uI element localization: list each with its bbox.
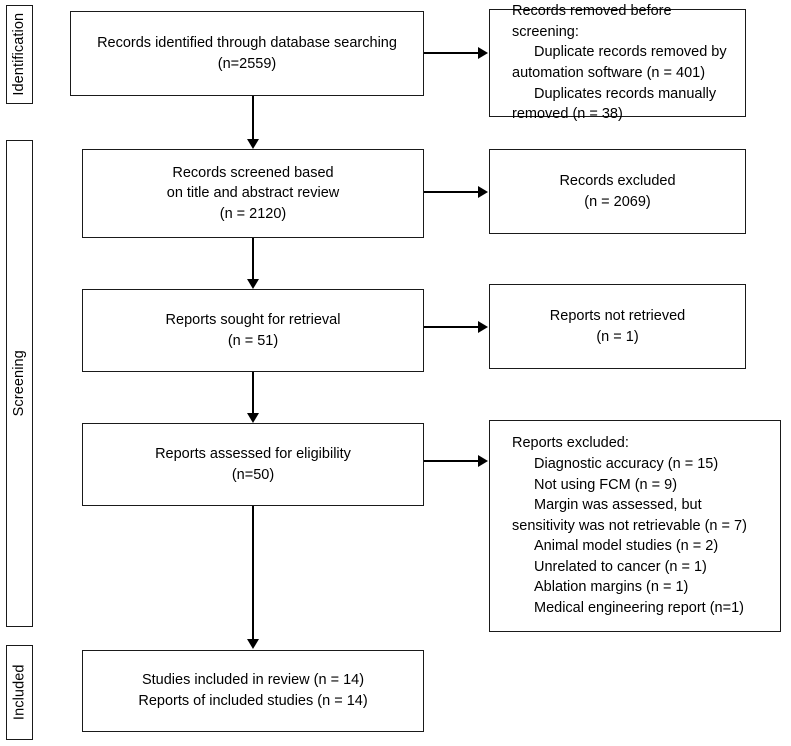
box-reports-sought-line-1: Reports sought for retrieval bbox=[165, 311, 341, 328]
connector-sought-to-assessed bbox=[252, 372, 255, 414]
connector-screened-to-excluded bbox=[424, 191, 479, 194]
connector-assessed-to-excluded bbox=[424, 460, 479, 463]
stage-label-identification: Identification bbox=[6, 5, 33, 104]
box-records-screened-line-3: (n = 2120) bbox=[219, 205, 287, 222]
arrowhead-identified-to-removed bbox=[478, 46, 488, 59]
box-records-excluded: Records excluded (n = 2069) bbox=[489, 149, 746, 234]
box-records-identified-line-1: Records identified through database sear… bbox=[97, 34, 397, 51]
connector-sought-to-not-retrieved bbox=[424, 326, 479, 329]
box-reports-excluded-reason-1: Diagnostic accuracy (n = 15) bbox=[534, 455, 719, 472]
box-reports-assessed-line-1: Reports assessed for eligibility bbox=[155, 445, 351, 462]
box-reports-sought: Reports sought for retrieval (n = 51) bbox=[82, 289, 424, 372]
box-reports-assessed-line-2: (n=50) bbox=[231, 466, 275, 483]
connector-screened-to-sought bbox=[252, 238, 255, 280]
box-reports-excluded: Reports excluded: Diagnostic accuracy (n… bbox=[489, 420, 781, 632]
arrowhead-identified-to-screened bbox=[246, 139, 259, 149]
box-reports-assessed: Reports assessed for eligibility (n=50) bbox=[82, 423, 424, 506]
box-records-screened: Records screened based on title and abst… bbox=[82, 149, 424, 238]
box-studies-included: Studies included in review (n = 14) Repo… bbox=[82, 650, 424, 732]
box-records-removed: Records removed before screening: Duplic… bbox=[489, 3, 746, 122]
box-studies-included-line-1: Studies included in review (n = 14) bbox=[141, 672, 365, 689]
box-records-screened-line-2: on title and abstract review bbox=[166, 185, 340, 202]
box-records-screened-line-1: Records screened based bbox=[172, 164, 334, 181]
stage-label-identification-text: Identification bbox=[11, 13, 28, 96]
box-reports-excluded-reason-5: Unrelated to cancer (n = 1) bbox=[534, 558, 707, 575]
box-reports-not-retrieved-line-2: (n = 1) bbox=[596, 328, 639, 345]
box-records-removed-line-4: removed (n = 38) bbox=[512, 106, 623, 123]
stage-label-screening-text: Screening bbox=[11, 350, 28, 417]
box-records-excluded-line-2: (n = 2069) bbox=[584, 193, 651, 210]
box-records-identified: Records identified through database sear… bbox=[70, 11, 424, 96]
box-reports-excluded-reason-2: Not using FCM (n = 9) bbox=[534, 476, 678, 493]
box-reports-not-retrieved: Reports not retrieved (n = 1) bbox=[489, 284, 746, 369]
box-records-removed-line-2: automation software (n = 401) bbox=[512, 65, 706, 81]
connector-identified-to-screened bbox=[252, 96, 255, 140]
box-reports-excluded-reason-3-cont: sensitivity was not retrievable (n = 7) bbox=[512, 517, 747, 534]
arrowhead-screened-to-sought bbox=[246, 279, 259, 289]
connector-identified-to-removed bbox=[424, 52, 479, 55]
connector-assessed-to-included bbox=[252, 506, 255, 640]
box-records-removed-line-3: Duplicates records manually bbox=[534, 85, 717, 102]
box-records-excluded-line-1: Records excluded bbox=[559, 172, 676, 189]
stage-label-included-text: Included bbox=[11, 664, 28, 721]
stage-label-screening: Screening bbox=[6, 140, 33, 627]
box-reports-excluded-heading: Reports excluded: bbox=[512, 435, 629, 452]
arrowhead-assessed-to-included bbox=[246, 639, 259, 649]
arrowhead-assessed-to-excluded bbox=[478, 454, 488, 467]
arrowhead-sought-to-not-retrieved bbox=[478, 320, 488, 333]
box-reports-not-retrieved-line-1: Reports not retrieved bbox=[549, 307, 686, 324]
arrowhead-sought-to-assessed bbox=[246, 413, 259, 423]
box-records-removed-line-1: Duplicate records removed by bbox=[534, 44, 727, 61]
box-reports-excluded-reason-6: Ablation margins (n = 1) bbox=[534, 579, 689, 596]
box-records-removed-heading: Records removed before screening: bbox=[512, 3, 676, 40]
box-reports-sought-line-2: (n = 51) bbox=[227, 332, 279, 349]
box-records-identified-line-2: (n=2559) bbox=[217, 55, 277, 72]
box-reports-excluded-reason-7: Medical engineering report (n=1) bbox=[534, 600, 744, 617]
arrowhead-screened-to-excluded bbox=[478, 185, 488, 198]
box-reports-excluded-reason-4: Animal model studies (n = 2) bbox=[534, 538, 719, 555]
box-reports-excluded-reason-3: Margin was assessed, but bbox=[534, 497, 702, 514]
box-studies-included-line-2: Reports of included studies (n = 14) bbox=[138, 693, 368, 709]
stage-label-included: Included bbox=[6, 645, 33, 740]
